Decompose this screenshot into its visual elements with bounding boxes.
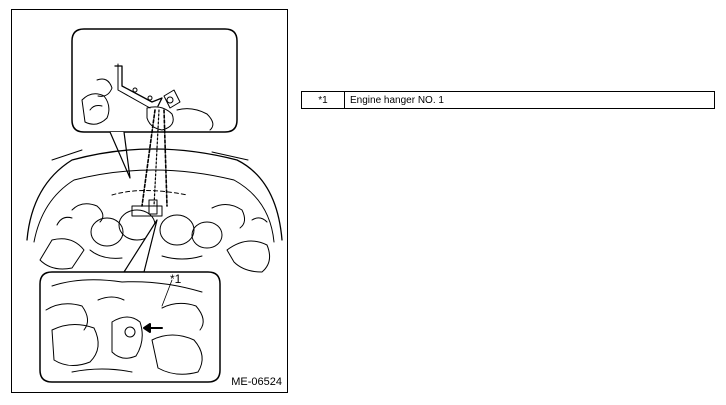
top-inset-bubble <box>71 28 238 207</box>
engine-bay <box>26 148 283 273</box>
legend-table: *1 Engine hanger NO. 1 <box>301 91 715 109</box>
legend-row: *1 Engine hanger NO. 1 <box>301 91 715 109</box>
figure-code: ME-06524 <box>231 376 282 388</box>
engine-figure: *1 ME-06524 <box>11 9 288 393</box>
engine-bay-illustration <box>26 28 283 383</box>
legend-key: *1 <box>301 91 345 109</box>
legend-description: Engine hanger NO. 1 <box>344 91 715 109</box>
callout-label: *1 <box>170 272 182 286</box>
bottom-inset-bubble <box>39 219 221 383</box>
